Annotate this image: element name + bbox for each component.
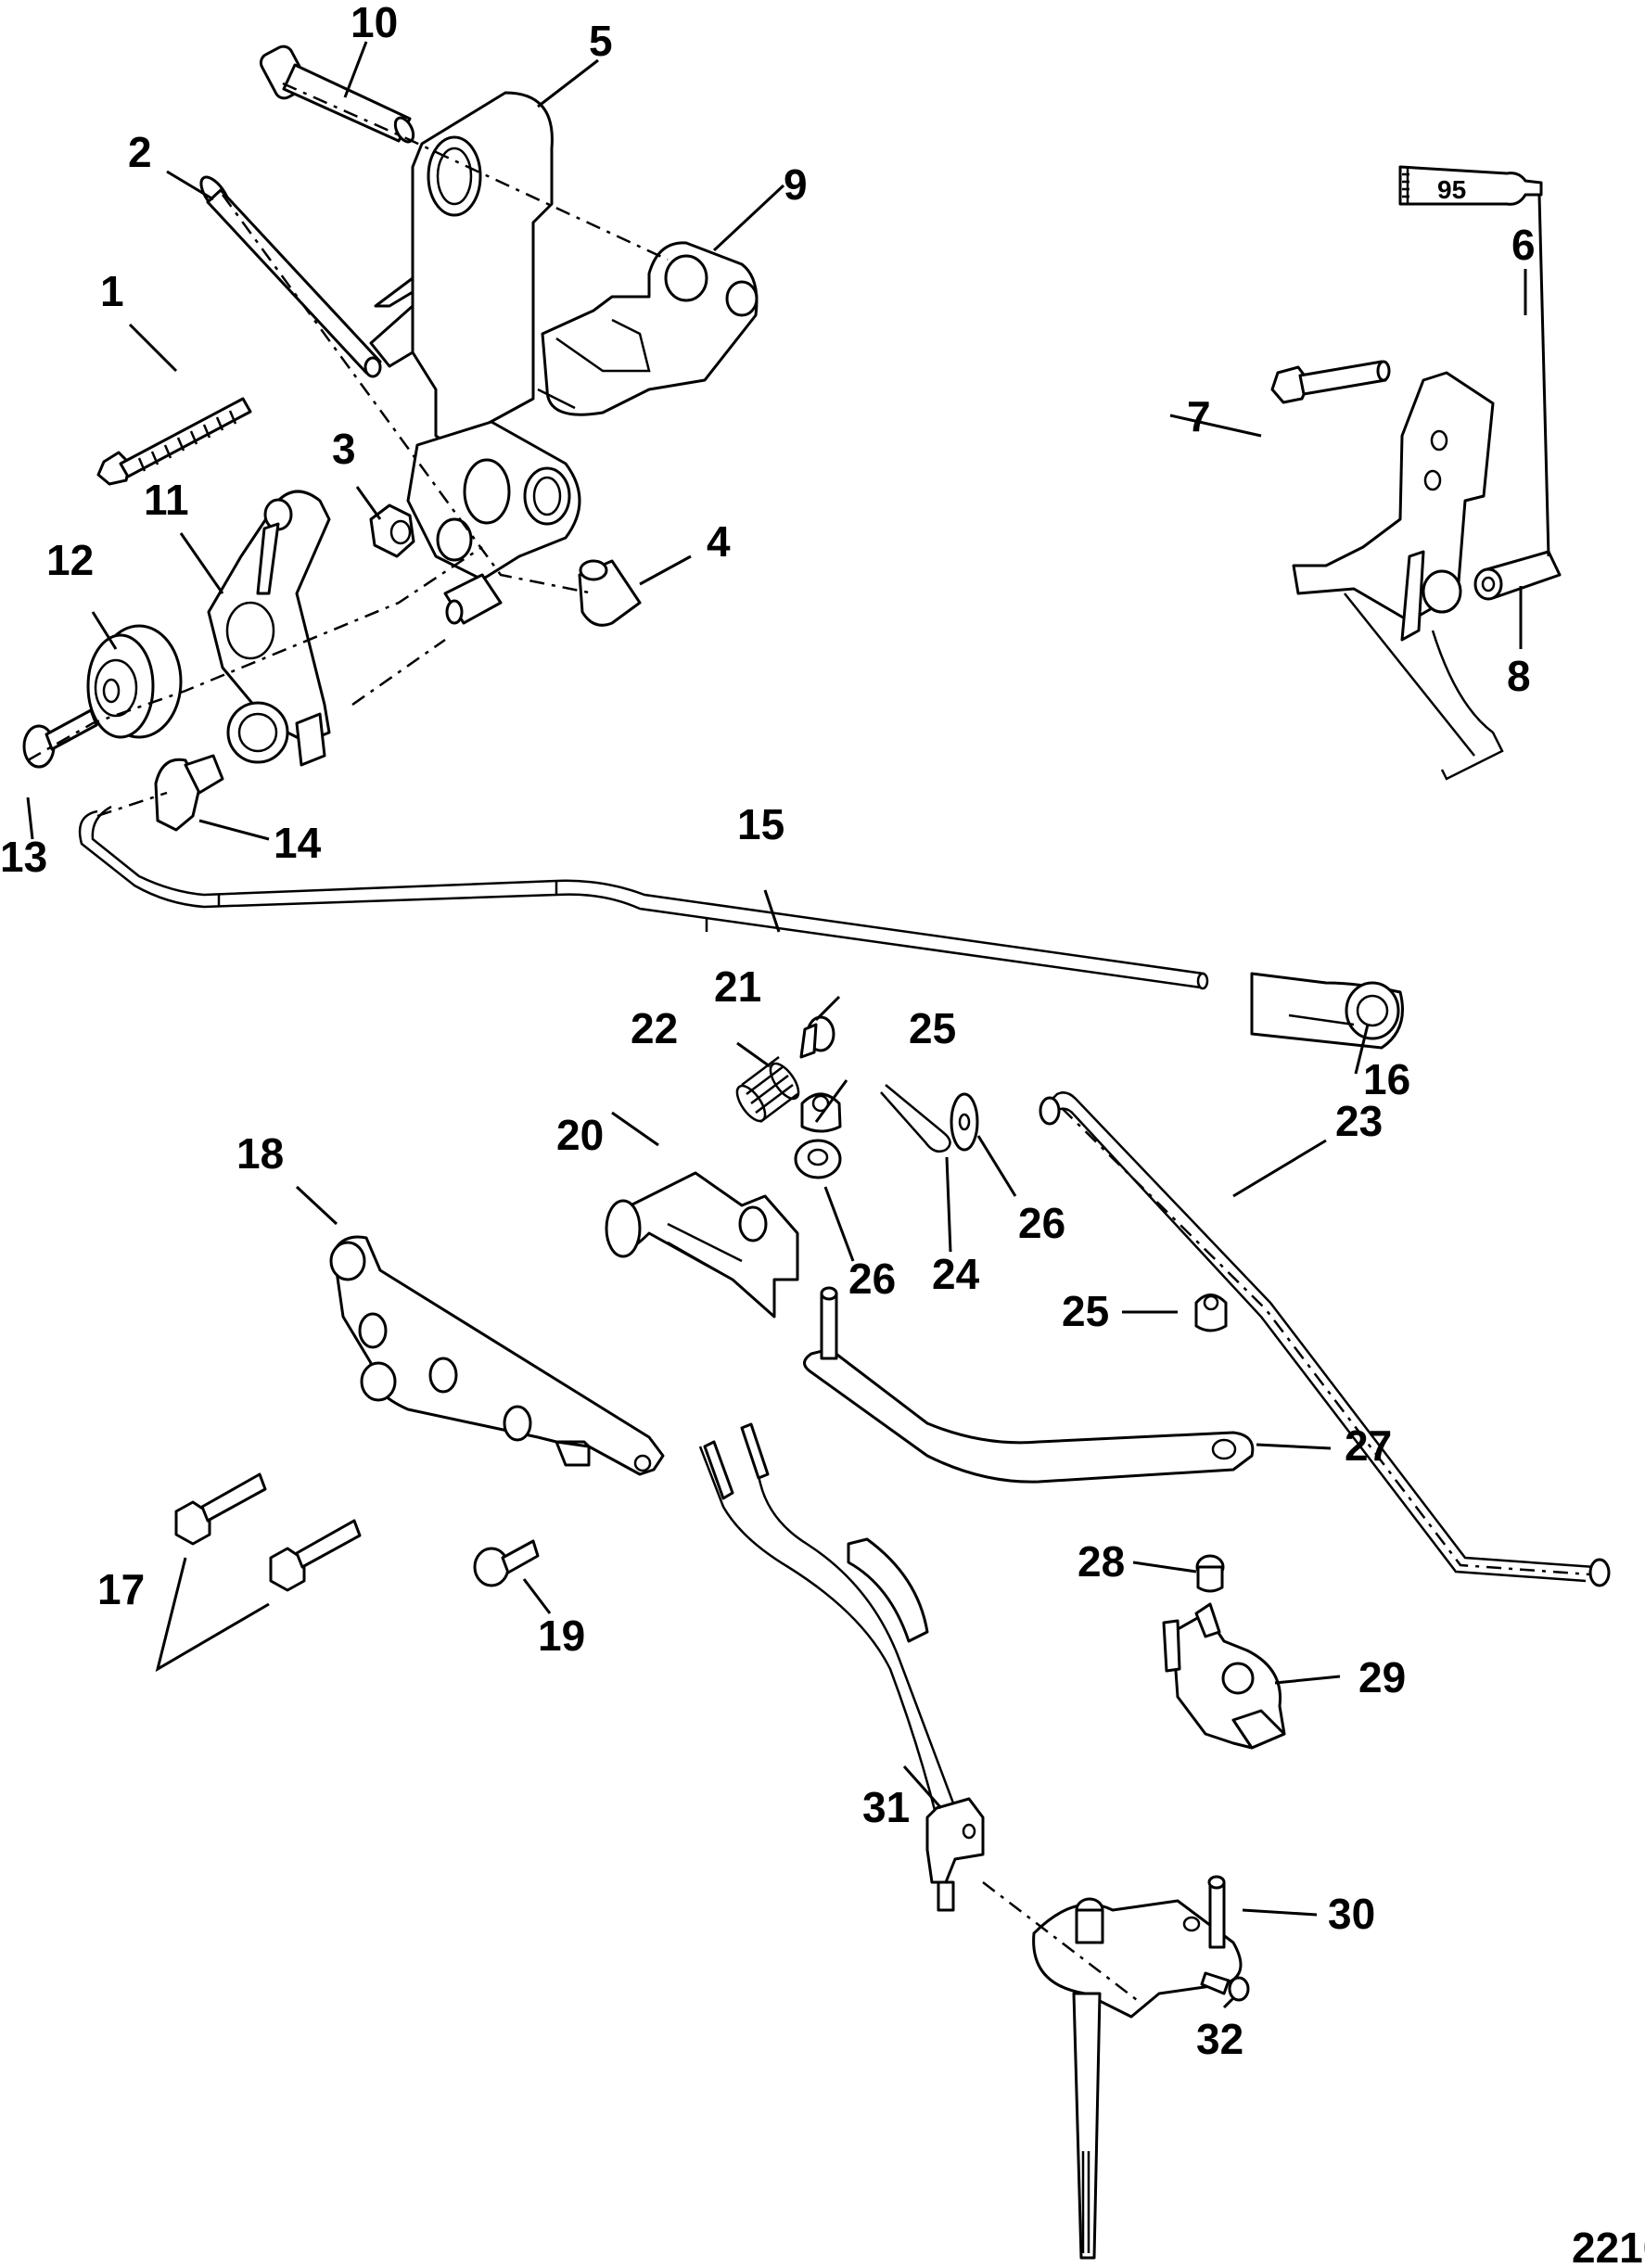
callout-4: 4 — [707, 517, 731, 566]
part-27-lever-arm — [803, 1286, 1255, 1484]
part-2-pin — [199, 175, 382, 378]
callout-16: 16 — [1363, 1055, 1410, 1103]
part-15-link-rod — [78, 805, 1209, 990]
callout-21: 21 — [714, 962, 761, 1011]
callout-3: 3 — [332, 425, 356, 473]
lubricant-tube-icon: 95 — [1398, 165, 1550, 557]
part-13-bolt — [22, 708, 98, 769]
part-8-sleeve — [1473, 550, 1562, 601]
callout-10: 10 — [351, 0, 398, 46]
callout-1: 1 — [100, 267, 124, 315]
part-9-clamp — [537, 241, 759, 416]
callout-2: 2 — [128, 128, 152, 176]
part-18-bracket — [329, 1235, 665, 1476]
callout-23: 23 — [1335, 1097, 1383, 1145]
part-28-bushing — [1195, 1554, 1225, 1593]
lubricant-code: 95 — [1437, 175, 1466, 204]
callout-27: 27 — [1345, 1421, 1392, 1470]
part-3-nut — [369, 503, 415, 558]
part-25-nut — [1194, 1293, 1228, 1332]
assembly-axis — [27, 545, 483, 762]
callout-31: 31 — [862, 1783, 910, 1831]
part-24-cotter-pin — [880, 1084, 951, 1153]
part-30-bracket — [1032, 1875, 1243, 2260]
callout-13: 13 — [0, 833, 47, 881]
callout-25-upper: 25 — [909, 1004, 956, 1052]
callout-17: 17 — [97, 1565, 145, 1613]
callout-30: 30 — [1328, 1890, 1375, 1938]
part-21-pin — [799, 1015, 835, 1059]
reference-number: 2210 — [1572, 2223, 1645, 2268]
part-16-rod-end — [1250, 972, 1404, 1050]
part-19-screw — [473, 1539, 540, 1587]
part-7-bolt — [1270, 360, 1391, 404]
part-26-washer — [794, 1139, 842, 1179]
callout-24: 24 — [932, 1250, 980, 1298]
callout-9: 9 — [784, 160, 808, 209]
callout-11: 11 — [144, 476, 189, 524]
callout-22: 22 — [631, 1004, 678, 1052]
callout-25-lower: 25 — [1062, 1287, 1109, 1335]
assembly-axis — [351, 638, 446, 707]
callout-32: 32 — [1196, 2015, 1243, 2063]
part-32-screw — [1200, 1971, 1250, 2002]
callout-18: 18 — [236, 1129, 284, 1178]
part-5-bracket — [369, 91, 581, 625]
callout-12: 12 — [46, 536, 94, 584]
callout-28: 28 — [1078, 1537, 1125, 1586]
part-22-spring — [735, 1056, 800, 1123]
part-10-bolt — [259, 45, 415, 144]
assembly-axis — [221, 194, 594, 595]
callout-6: 6 — [1511, 221, 1536, 269]
callout-7: 7 — [1187, 392, 1211, 440]
part-6-lever-bracket — [1292, 371, 1504, 781]
callout-8: 8 — [1507, 652, 1531, 700]
callout-26-left: 26 — [848, 1255, 896, 1303]
assembly-axis — [282, 82, 669, 261]
assembly-axis — [96, 791, 168, 818]
part-26-washer — [950, 1092, 979, 1152]
part-23-link-rod — [1039, 1091, 1611, 1587]
part-31-switch-harness — [698, 1422, 985, 1912]
callout-5: 5 — [589, 17, 613, 65]
callout-19: 19 — [538, 1612, 585, 1660]
callout-20: 20 — [556, 1111, 604, 1159]
callout-26-right: 26 — [1018, 1199, 1065, 1247]
part-1-screw — [96, 397, 252, 486]
leader-lines — [26, 41, 1527, 2009]
part-17-bolts — [174, 1472, 362, 1592]
part-29-switch — [1162, 1602, 1286, 1750]
part-12-pulley — [86, 624, 183, 739]
part-14-retainer — [154, 754, 224, 832]
part-4-bushing — [578, 559, 642, 627]
callout-15: 15 — [737, 800, 784, 848]
callout-14: 14 — [274, 819, 322, 867]
part-20-block — [605, 1171, 799, 1319]
part-11-lever — [207, 490, 331, 767]
callout-29: 29 — [1358, 1653, 1406, 1701]
